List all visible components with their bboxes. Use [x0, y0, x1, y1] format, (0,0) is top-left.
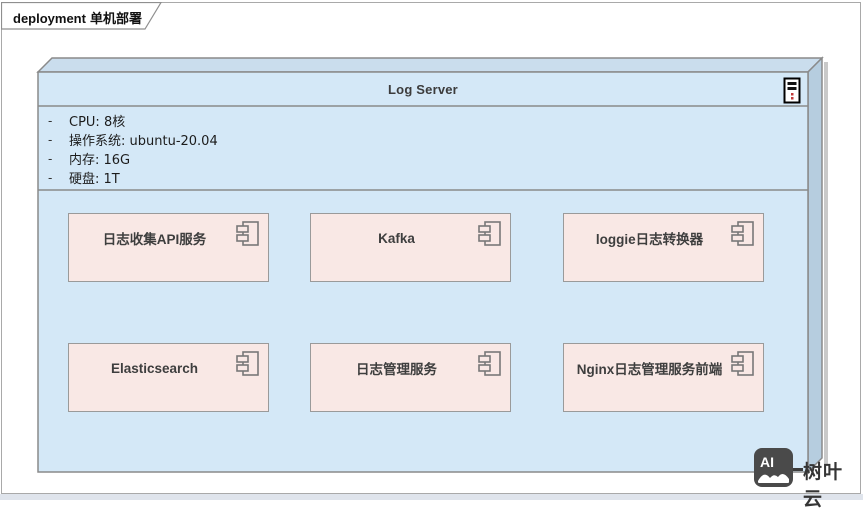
bullet: -: [48, 132, 53, 147]
property-text: CPU: 8核: [69, 115, 126, 130]
component-label: Nginx日志管理服务前端: [576, 362, 723, 377]
component-log-mgmt-service: 日志管理服务: [310, 343, 511, 412]
property-row: - 操作系统: ubuntu-20.04: [48, 130, 588, 149]
node-properties: - CPU: 8核 - 操作系统: ubuntu-20.04 - 内存: 16G…: [48, 111, 588, 187]
component-icon: [731, 351, 754, 376]
bullet: -: [48, 151, 53, 166]
node-top-face: [36, 57, 824, 73]
component-nginx-frontend: Nginx日志管理服务前端: [563, 343, 764, 412]
component-log-collect-api: 日志收集API服务: [68, 213, 269, 282]
watermark: AI 树叶云: [753, 447, 861, 510]
property-row: - 硬盘: 1T: [48, 168, 588, 187]
frame-tab-shape: [0, 1, 163, 30]
watermark-label: 树叶云: [803, 461, 844, 510]
component-label: Kafka: [378, 230, 415, 246]
property-row: - 内存: 16G: [48, 149, 588, 168]
component-icon: [236, 221, 259, 246]
component-label: 日志收集API服务: [102, 232, 207, 247]
component-label: loggie日志转换器: [595, 232, 704, 247]
component-icon: [478, 221, 501, 246]
node-title: Log Server: [388, 82, 458, 97]
frame-label-keyword: deployment: [13, 11, 86, 26]
component-icon: [478, 351, 501, 376]
component-loggie-converter: loggie日志转换器: [563, 213, 764, 282]
bullet: -: [48, 170, 53, 185]
property-row: - CPU: 8核: [48, 111, 588, 130]
component-elasticsearch: Elasticsearch: [68, 343, 269, 412]
component-kafka: Kafka: [310, 213, 511, 282]
node-side-face: [807, 56, 823, 474]
node-shadow: [824, 62, 828, 468]
property-text: 内存: 16G: [69, 153, 131, 168]
watermark-icon-text: AI: [760, 454, 774, 470]
property-text: 硬盘: 1T: [69, 172, 120, 187]
component-icon: [731, 221, 754, 246]
component-label: 日志管理服务: [356, 362, 437, 377]
property-text: 操作系统: ubuntu-20.04: [69, 134, 218, 149]
watermark-ai-image-icon: AI: [754, 448, 793, 487]
component-label: Elasticsearch: [110, 360, 199, 376]
watermark-connector-line: [793, 468, 803, 471]
server-icon: [783, 77, 801, 104]
page-bottom-strip: [0, 494, 863, 500]
bullet: -: [48, 113, 53, 128]
component-icon: [236, 351, 259, 376]
frame-label-title: 单机部署: [89, 12, 142, 27]
